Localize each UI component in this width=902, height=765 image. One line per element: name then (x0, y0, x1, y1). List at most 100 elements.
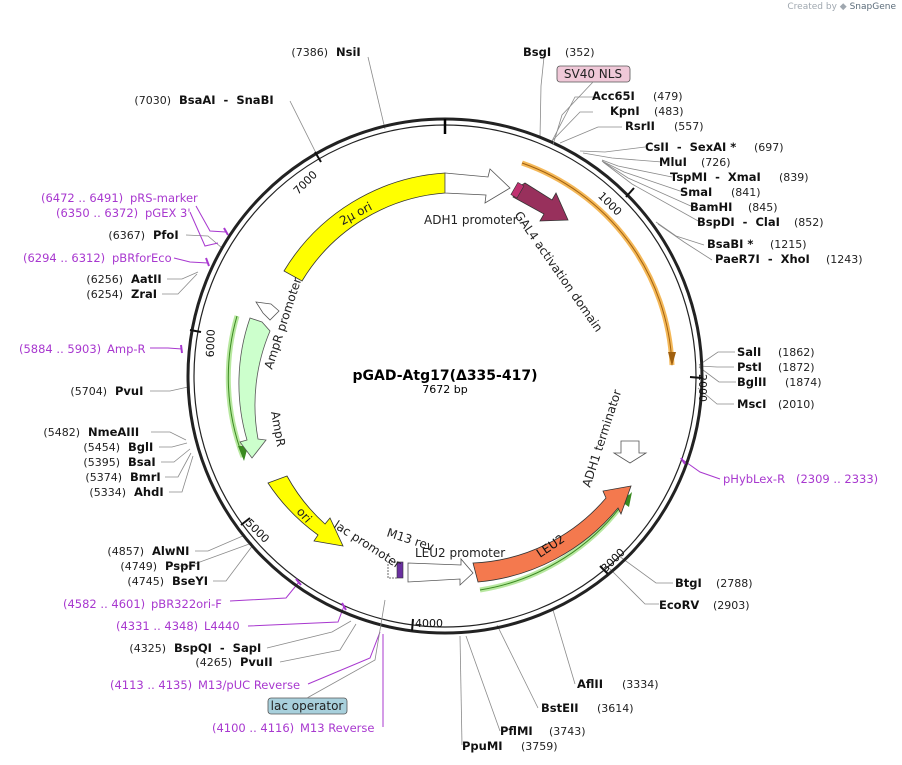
tick-label: 2000 (696, 374, 709, 402)
site-name: NsiI (336, 45, 361, 59)
site-name: PvuI (115, 384, 143, 398)
plasmid-name: pGAD-Atg17(Δ335-417) (353, 368, 538, 384)
left-site-labels: (7386) NsiI (7030) BsaAI - SnaBI (6367) … (43, 45, 360, 669)
site-name: RsrII (625, 119, 655, 133)
site-name: SalI (737, 345, 761, 359)
site-pos: (1874) (785, 376, 822, 389)
site-pos: (6254) (86, 288, 123, 301)
ampr-feature (238, 317, 271, 459)
primer-name: pHybLex-R (723, 472, 785, 486)
primer-name: Amp-R (107, 342, 146, 356)
snapgene-credit: Created by ◆ SnapGene (787, 2, 896, 12)
label-leu2-promoter: LEU2 promoter (415, 546, 505, 560)
site-pos: (5334) (89, 486, 126, 499)
primer-range: (4331 .. 4348) (116, 619, 198, 633)
site-pos: (6256) (86, 273, 123, 286)
label-gal4-activation-domain: GAL4 activation domain (512, 209, 606, 335)
site-pos: (7386) (291, 46, 328, 59)
site-name: MscI (737, 397, 766, 411)
site-name: SmaI (680, 185, 712, 199)
tick-label: 7000 (291, 168, 320, 197)
site-name: BglI (128, 440, 153, 454)
site-pos: (2903) (713, 599, 750, 612)
site-name: BsaI (128, 455, 156, 469)
sv40-nls-box-label: SV40 NLS (564, 67, 622, 81)
site-name: AflII (577, 677, 603, 691)
site-pos: (4749) (120, 560, 157, 573)
gal4-region-arc-line (521, 162, 673, 366)
leu2-feature (472, 485, 632, 583)
primer-range: (2309 .. 2333) (796, 472, 878, 486)
tick-label: 6000 (204, 329, 218, 357)
site-name: BsgI (523, 45, 551, 59)
site-pos: (479) (653, 90, 683, 103)
sv40-nls-marker (510, 182, 525, 199)
credit-text: Created by (787, 2, 837, 12)
site-pos: (5454) (83, 441, 120, 454)
leader-lines (150, 56, 736, 746)
primer-name: pRS-marker (130, 191, 198, 205)
site-pos: (6367) (108, 229, 145, 242)
site-name: BglII (737, 375, 767, 389)
site-pos: (5482) (43, 426, 80, 439)
site-pos: (4857) (107, 545, 144, 558)
lac-operator-marker (387, 561, 404, 579)
site-name: AlwNI (152, 544, 189, 558)
label-adh1-promoter: ADH1 promoter (424, 213, 518, 227)
site-pos: (1243) (826, 253, 863, 266)
site-name: BmrI (130, 470, 161, 484)
site-name: BsaAI - SnaBI (179, 93, 274, 107)
site-pos: (4325) (129, 642, 166, 655)
label-ampr-promoter: AmpR promoter (262, 276, 305, 371)
primer-name: pGEX 3' (145, 206, 191, 220)
primer-range: (4100 .. 4116) (212, 721, 294, 735)
site-pos: (2788) (716, 577, 753, 590)
site-pos: (5395) (83, 456, 120, 469)
gal4-region-arrow (668, 352, 676, 366)
site-name: PspFI (165, 559, 200, 573)
primer-name: L4440 (204, 619, 240, 633)
site-name: PpuMI (462, 739, 503, 753)
kb-ticks (189, 151, 703, 632)
label-adh1-terminator: ADH1 terminator (580, 388, 625, 489)
primer-range: (6294 .. 6312) (23, 251, 105, 265)
ampr-region-arc-line (227, 315, 244, 458)
site-name: AhdI (134, 485, 164, 499)
site-pos: (726) (701, 156, 731, 169)
primer-ticks (180, 227, 686, 611)
tick-label: 1000 (595, 189, 624, 218)
leu2-region-arc-line (479, 494, 630, 591)
two-micron-ori-feature (283, 172, 446, 282)
lac-operator-line (306, 599, 386, 699)
site-pos: (1872) (778, 361, 815, 374)
primer-range: (4113 .. 4135) (110, 678, 192, 692)
gal4-activation-domain-feature (512, 182, 569, 222)
site-pos: (1215) (770, 238, 807, 251)
site-pos: (4265) (195, 656, 232, 669)
site-name: BspDI - ClaI (697, 215, 780, 229)
site-pos: (4745) (127, 575, 164, 588)
site-name: PflMI (500, 724, 533, 738)
site-name: NmeAIII (88, 425, 139, 439)
adh1-terminator-feature (612, 440, 648, 464)
primer-name: M13 Reverse (300, 721, 374, 735)
site-pos: (3759) (521, 740, 558, 753)
site-pos: (2010) (778, 398, 815, 411)
lac-operator-box: lac operator (267, 697, 348, 715)
site-name: CsII - SexAI * (645, 140, 736, 154)
site-pos: (841) (731, 186, 761, 199)
site-pos: (5704) (70, 385, 107, 398)
site-pos: (3743) (549, 725, 586, 738)
primer-name: pBR322ori-F (151, 597, 222, 611)
label-ampr: AmpR (268, 410, 288, 448)
primer-range: (6472 .. 6491) (41, 191, 123, 205)
primer-name: pBRforEco (112, 251, 172, 265)
site-pos: (3614) (597, 702, 634, 715)
site-pos: (352) (565, 46, 595, 59)
site-name: BtgI (675, 576, 702, 590)
primer-labels: (6472 .. 6491) pRS-marker (6350 .. 6372)… (19, 191, 878, 735)
site-name: KpnI (610, 104, 640, 118)
snapgene-logo-icon: ◆ (839, 2, 847, 12)
site-name: PstI (737, 360, 762, 374)
